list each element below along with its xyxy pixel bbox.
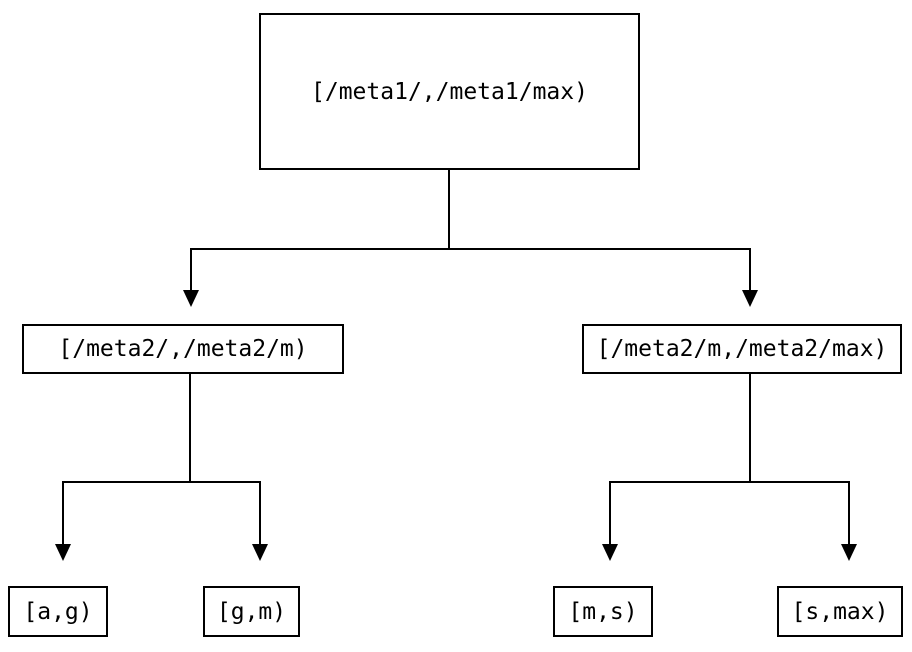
arrowhead-to-left-node bbox=[183, 290, 199, 307]
node-right: [/meta2/m,/meta2/max) bbox=[582, 324, 902, 374]
node-leaf-ag: [a,g) bbox=[8, 586, 108, 637]
node-leaf-ms-label: [m,s) bbox=[568, 598, 638, 625]
node-right-label: [/meta2/m,/meta2/max) bbox=[596, 336, 888, 362]
arrowhead-to-leaf-ag bbox=[55, 544, 71, 561]
node-left: [/meta2/,/meta2/m) bbox=[22, 324, 344, 374]
arrowhead-to-right-node bbox=[742, 290, 758, 307]
node-leaf-gm-label: [g,m) bbox=[216, 598, 287, 625]
node-left-label: [/meta2/,/meta2/m) bbox=[58, 336, 308, 362]
node-root-label: [/meta1/,/meta1/max) bbox=[311, 78, 588, 105]
edge-lines bbox=[62, 170, 850, 545]
node-leaf-gm: [g,m) bbox=[203, 586, 300, 637]
node-root: [/meta1/,/meta1/max) bbox=[259, 13, 640, 170]
node-leaf-smax: [s,max) bbox=[777, 586, 903, 637]
arrowhead-to-leaf-smax bbox=[841, 544, 857, 561]
arrowhead-to-leaf-ms bbox=[602, 544, 618, 561]
arrowheads bbox=[55, 290, 857, 561]
node-leaf-ms: [m,s) bbox=[553, 586, 653, 637]
node-leaf-smax-label: [s,max) bbox=[791, 598, 889, 625]
arrowhead-to-leaf-gm bbox=[252, 544, 268, 561]
node-leaf-ag-label: [a,g) bbox=[23, 598, 93, 625]
